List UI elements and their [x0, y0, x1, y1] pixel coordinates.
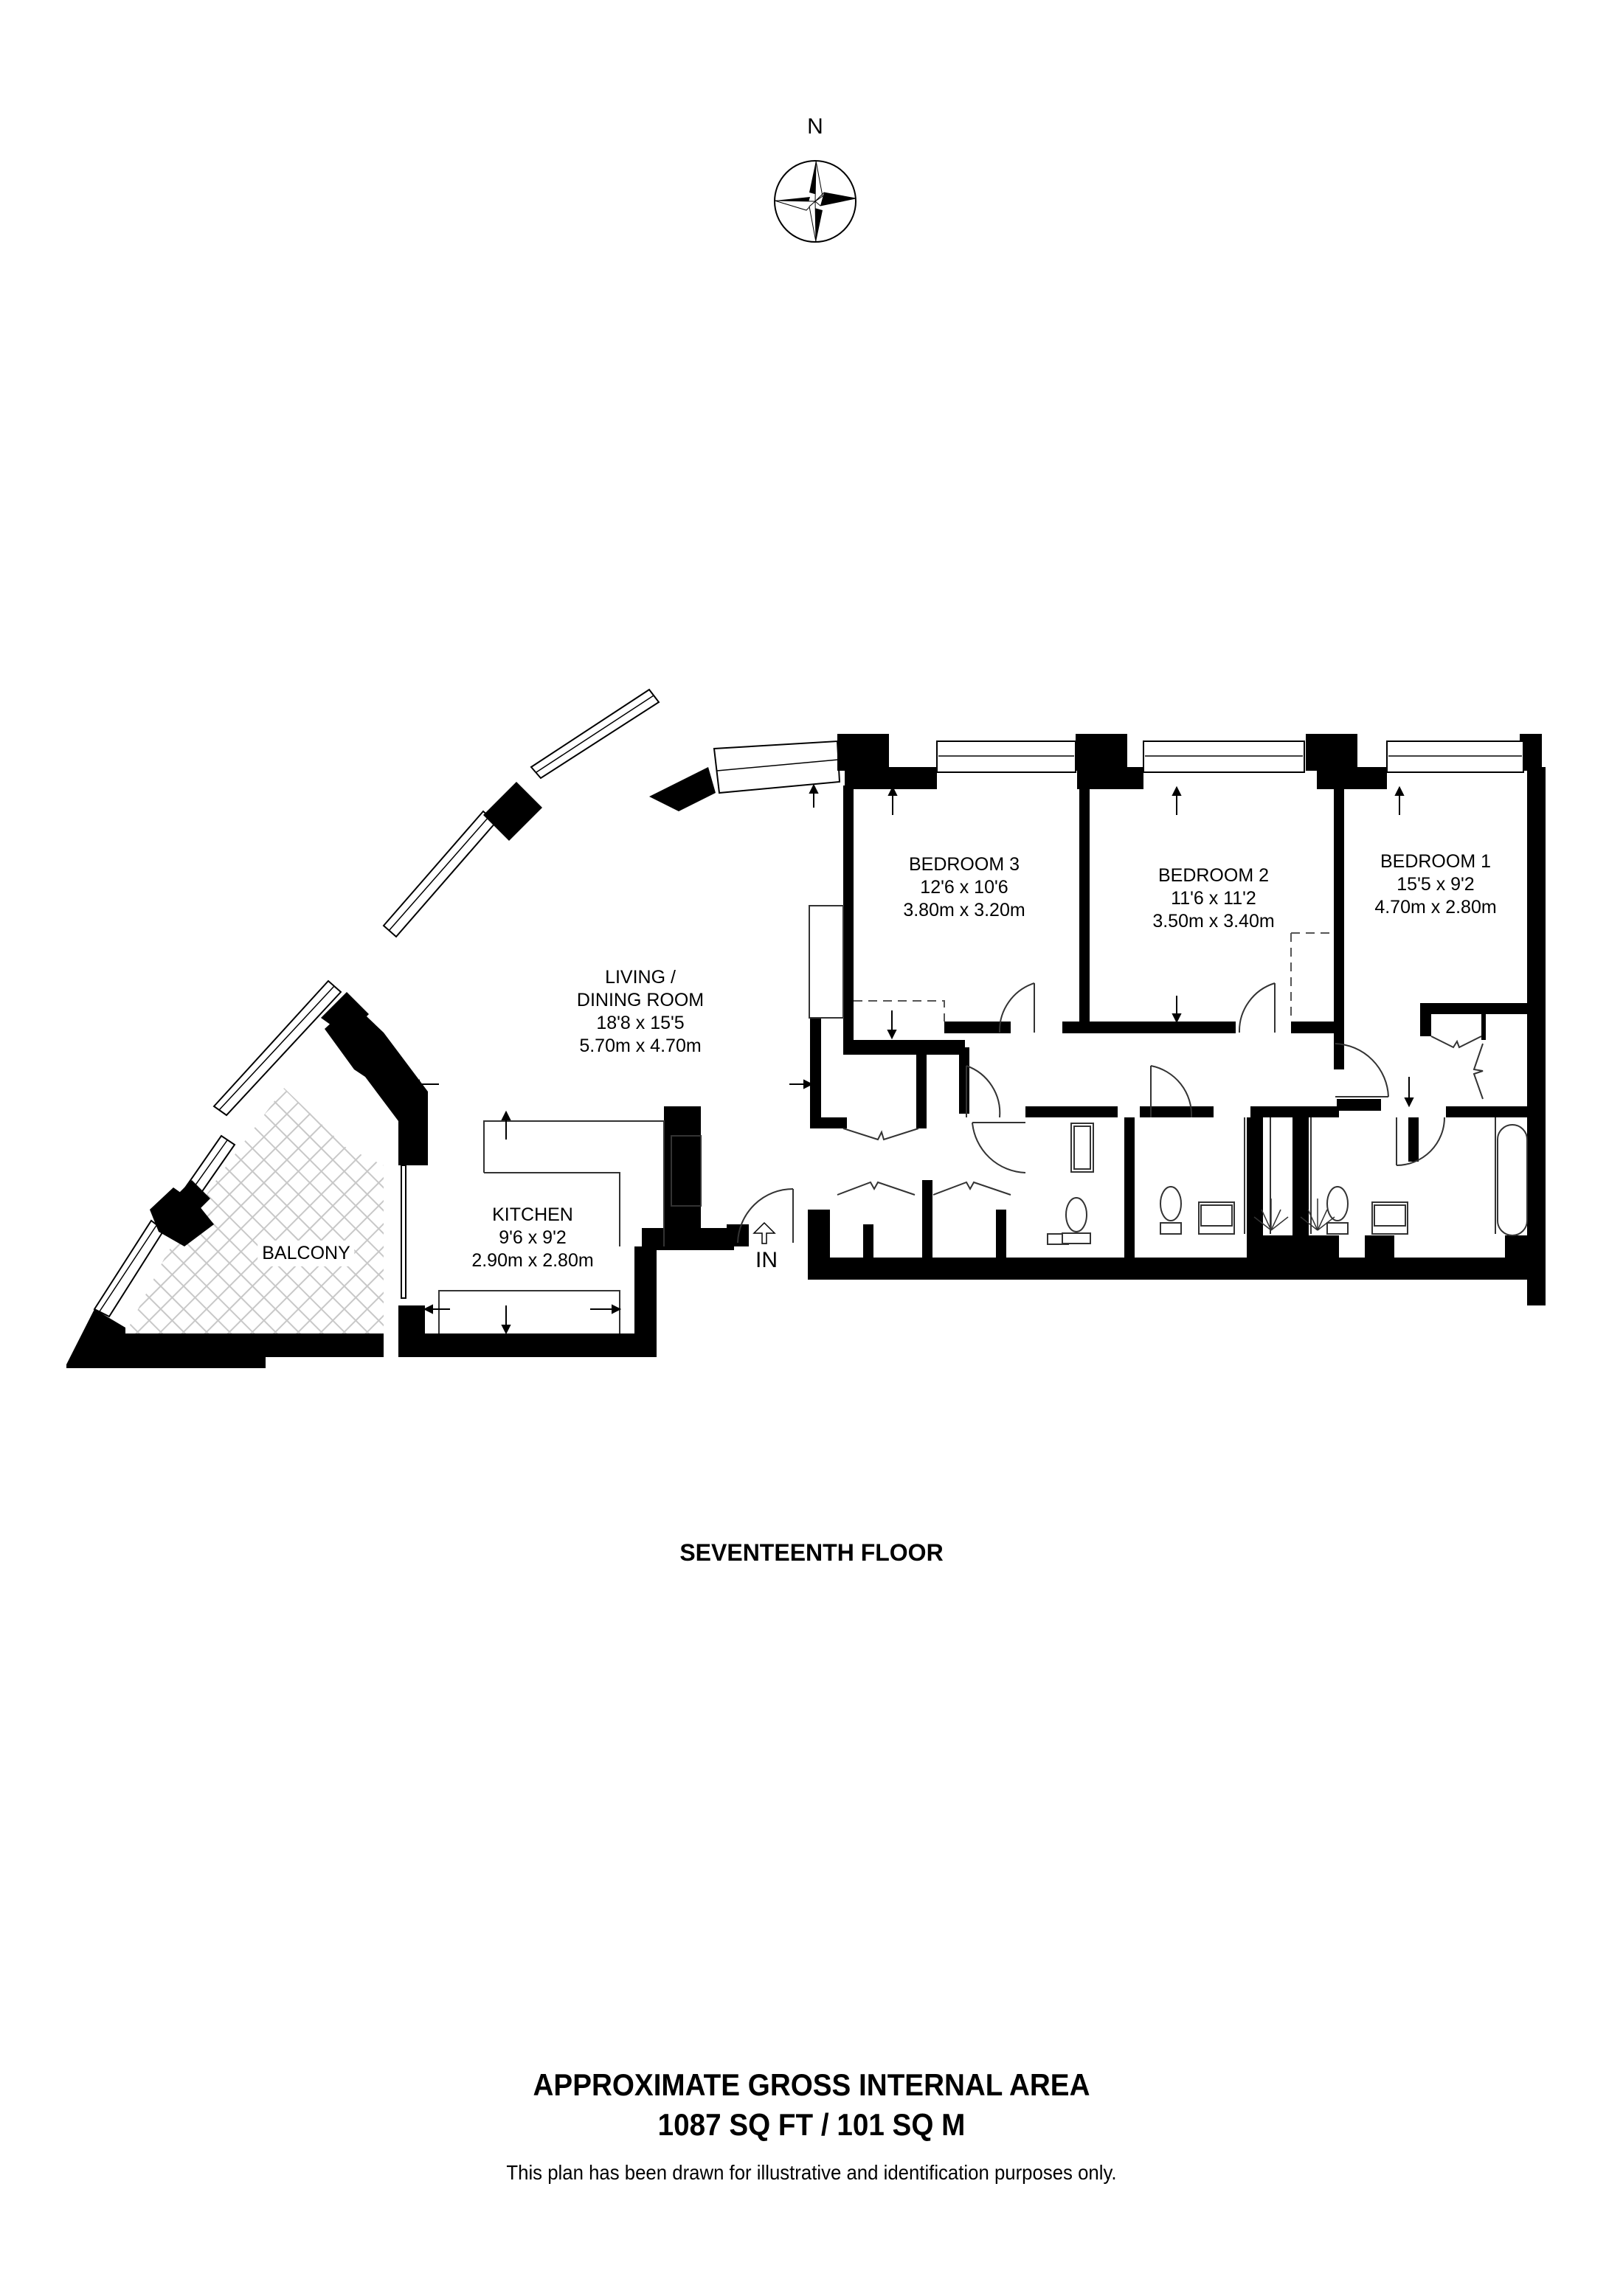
room-label-balcony: BALCONY: [257, 1241, 355, 1266]
area-value: 1087 SQ FT / 101 SQ M: [657, 2107, 966, 2142]
bedroom1-imperial: 15'5 x 9'2: [1397, 874, 1475, 895]
balcony-floor: [125, 1088, 384, 1333]
gross-internal-area: APPROXIMATE GROSS INTERNAL AREA 1087 SQ …: [65, 2065, 1558, 2145]
floor-title: SEVENTEENTH FLOOR: [679, 1539, 944, 1566]
measurement-arrows: [409, 783, 1414, 1335]
disclaimer: This plan has been drawn for illustrativ…: [506, 2161, 1117, 2184]
compass-north-label: N: [807, 114, 823, 139]
bedroom3-wardrobe: [809, 905, 844, 1019]
room-label-bedroom1: BEDROOM 1 15'5 x 9'2 4.70m x 2.80m: [1374, 850, 1496, 919]
living-room-metric: 5.70m x 4.70m: [579, 1036, 702, 1056]
bedroom2-imperial: 11'6 x 11'2: [1171, 888, 1256, 909]
room-label-bedroom2: BEDROOM 2 11'6 x 11'2 3.50m x 3.40m: [1152, 864, 1274, 933]
room-label-kitchen: KITCHEN 9'6 x 9'2 2.90m x 2.80m: [471, 1204, 593, 1272]
bathroom-fixtures: [1047, 1117, 1528, 1245]
entrance-label: IN: [755, 1248, 778, 1272]
door-swings: [737, 982, 1445, 1244]
shower-heads: [1253, 1199, 1335, 1231]
kitchen-counters: [438, 1120, 702, 1333]
balcony-name: BALCONY: [257, 1241, 355, 1266]
bedroom1-metric: 4.70m x 2.80m: [1374, 897, 1497, 918]
kitchen-metric: 2.90m x 2.80m: [471, 1250, 594, 1271]
bedroom3-metric: 3.80m x 3.20m: [903, 900, 1025, 920]
north-windows: [936, 741, 1524, 773]
north-compass: N: [767, 114, 863, 243]
wardrobe-outlines: [854, 932, 1334, 1022]
kitchen-name: KITCHEN: [492, 1204, 573, 1225]
bedroom1-name: BEDROOM 1: [1380, 851, 1492, 872]
walls: [66, 734, 1546, 1368]
kitchen-imperial: 9'6 x 9'2: [499, 1227, 567, 1248]
living-room-name-line1: LIVING /: [605, 967, 676, 988]
bedroom3-name: BEDROOM 3: [908, 854, 1020, 875]
room-label-living: LIVING / DINING ROOM 18'8 x 15'5 5.70m x…: [577, 966, 704, 1058]
north-compass-rose-icon: [774, 160, 857, 243]
bedroom3-imperial: 12'6 x 10'6: [920, 877, 1008, 898]
entrance-arrow-icon: [752, 1221, 776, 1244]
bedroom2-metric: 3.50m x 3.40m: [1152, 911, 1275, 932]
living-room-imperial: 18'8 x 15'5: [596, 1013, 685, 1033]
area-title: APPROXIMATE GROSS INTERNAL AREA: [533, 2067, 1090, 2102]
living-room-name-line2: DINING ROOM: [576, 990, 705, 1010]
bifold-doors: [837, 1036, 1484, 1196]
room-label-bedroom3: BEDROOM 3 12'6 x 10'6 3.80m x 3.20m: [903, 853, 1025, 922]
balcony-sliding-door: [401, 1165, 406, 1299]
bedroom2-name: BEDROOM 2: [1157, 865, 1270, 886]
